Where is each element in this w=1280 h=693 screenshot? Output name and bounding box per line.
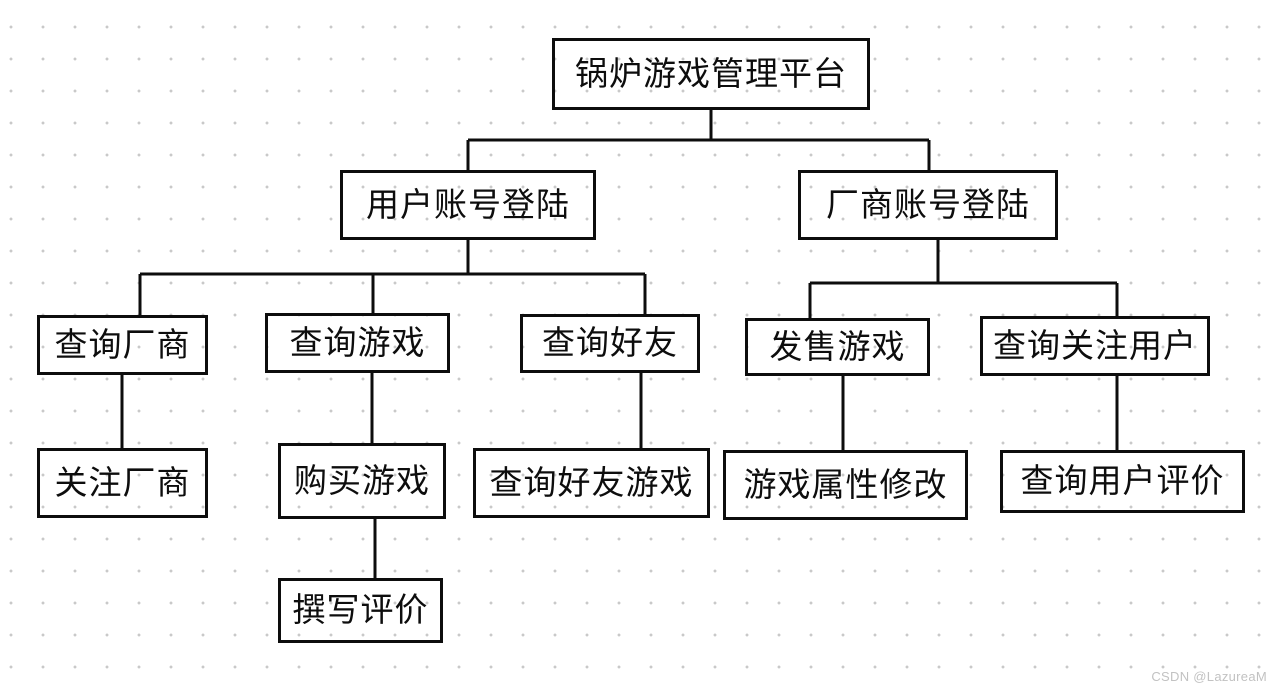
node-query-user-reviews: 查询用户评价 bbox=[1000, 450, 1245, 513]
node-query-game: 查询游戏 bbox=[265, 313, 450, 373]
node-query-vendor: 查询厂商 bbox=[37, 315, 208, 375]
node-query-friend-games: 查询好友游戏 bbox=[473, 448, 710, 518]
node-write-review: 撰写评价 bbox=[278, 578, 443, 643]
watermark: CSDN @LazureaM bbox=[1151, 669, 1267, 684]
node-vendor-login: 厂商账号登陆 bbox=[798, 170, 1058, 240]
node-label: 游戏属性修改 bbox=[743, 465, 948, 503]
node-query-friend: 查询好友 bbox=[520, 314, 700, 373]
node-label: 查询好友游戏 bbox=[489, 463, 694, 501]
node-modify-game-attributes: 游戏属性修改 bbox=[723, 450, 968, 520]
node-label: 关注厂商 bbox=[54, 463, 191, 501]
node-label: 厂商账号登陆 bbox=[826, 185, 1030, 223]
node-label: 发售游戏 bbox=[769, 327, 906, 365]
node-label: 锅炉游戏管理平台 bbox=[575, 54, 847, 92]
node-label: 查询游戏 bbox=[289, 323, 426, 361]
node-root: 锅炉游戏管理平台 bbox=[552, 38, 870, 110]
node-label: 用户账号登陆 bbox=[366, 185, 570, 223]
node-follow-vendor: 关注厂商 bbox=[37, 448, 208, 518]
node-label: 查询好友 bbox=[542, 324, 678, 362]
node-label: 查询关注用户 bbox=[993, 326, 1197, 364]
node-label: 购买游戏 bbox=[294, 461, 430, 499]
node-label: 查询用户评价 bbox=[1020, 462, 1225, 500]
node-buy-game: 购买游戏 bbox=[278, 443, 446, 519]
node-label: 查询厂商 bbox=[54, 325, 191, 363]
node-release-game: 发售游戏 bbox=[745, 318, 930, 376]
node-label: 撰写评价 bbox=[292, 591, 429, 629]
node-user-login: 用户账号登陆 bbox=[340, 170, 596, 240]
node-query-followed-users: 查询关注用户 bbox=[980, 316, 1210, 376]
